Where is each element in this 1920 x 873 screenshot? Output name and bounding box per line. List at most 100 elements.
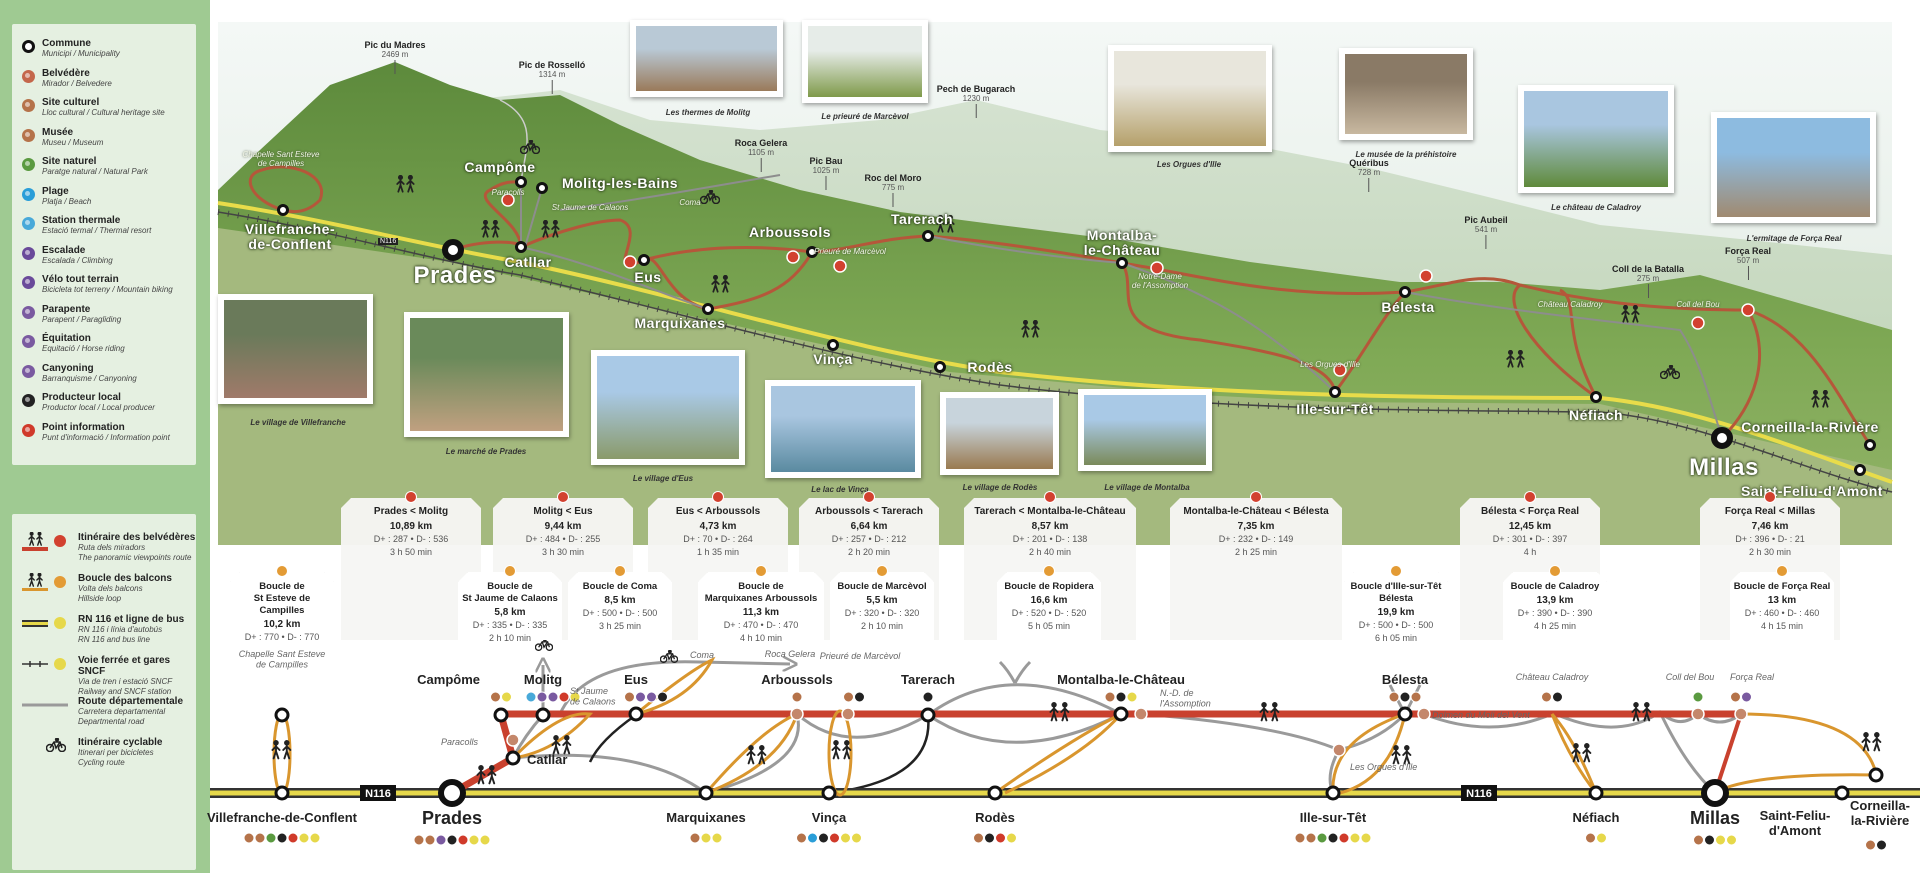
commune-label[interactable]: Eus xyxy=(634,269,662,285)
station-node[interactable] xyxy=(1588,785,1604,801)
commune-marker[interactable] xyxy=(827,339,839,351)
photo-image xyxy=(1114,51,1266,146)
photo-card[interactable] xyxy=(630,20,783,97)
station-node[interactable] xyxy=(493,707,509,723)
commune-marker[interactable] xyxy=(1590,391,1602,403)
loop-elevation: D+ : 520 • D- : 520 xyxy=(1011,608,1087,618)
schematic-stations xyxy=(243,691,1887,851)
photo-card[interactable] xyxy=(802,20,928,103)
photo-card[interactable] xyxy=(765,380,921,478)
commune-marker[interactable] xyxy=(702,303,714,315)
photo-card[interactable] xyxy=(1711,112,1876,223)
legend-sublabel: Hillside loop xyxy=(78,594,122,603)
commune-marker[interactable] xyxy=(1399,286,1411,298)
amenity-icon xyxy=(309,832,321,844)
commune-label[interactable]: Ille-sur-Têt xyxy=(1296,401,1374,417)
panoramic-map[interactable] xyxy=(0,0,1920,560)
station-node[interactable] xyxy=(1834,785,1850,801)
station-node[interactable] xyxy=(274,707,290,723)
photo-caption: Le village de Villefranche xyxy=(250,418,346,427)
photo-card[interactable] xyxy=(1078,389,1212,471)
station-node[interactable] xyxy=(438,779,466,807)
legend-sublabel: Bicicleta tot terreny / Mountain biking xyxy=(42,285,173,294)
commune-marker[interactable] xyxy=(1711,427,1733,449)
commune-label[interactable]: Campôme xyxy=(464,159,536,175)
photo-card[interactable] xyxy=(940,392,1059,475)
commune-label[interactable]: Prades xyxy=(413,262,497,289)
peak-pointer xyxy=(551,80,553,94)
station-node[interactable] xyxy=(1701,779,1729,807)
station-node[interactable] xyxy=(274,785,290,801)
commune-marker[interactable] xyxy=(922,230,934,242)
stage-title: Força Real < Millas xyxy=(1724,506,1816,517)
commune-marker[interactable] xyxy=(1854,464,1866,476)
commune-label[interactable]: Néfiach xyxy=(1568,407,1624,423)
loop-icon xyxy=(876,565,888,577)
station-node[interactable] xyxy=(1113,706,1129,722)
loop-elevation: D+ : 500 • D- : 500 xyxy=(582,608,658,618)
commune-label[interactable]: Vinça xyxy=(813,351,853,367)
commune-marker[interactable] xyxy=(536,182,548,194)
peak-name: Roc del Moro xyxy=(864,173,922,183)
commune-label[interactable]: Saint-Feliu-d'Amont xyxy=(1741,483,1883,499)
station-node[interactable] xyxy=(698,785,714,801)
commune-label[interactable]: Villefranche- de-Conflent xyxy=(244,221,336,252)
legend-sublabel: Estació termal / Thermal resort xyxy=(42,226,152,235)
station-node[interactable] xyxy=(1868,767,1884,783)
photo-card[interactable] xyxy=(1108,45,1272,152)
commune-label[interactable]: Tarerach xyxy=(890,211,954,227)
station-node[interactable] xyxy=(987,785,1003,801)
photo-card[interactable] xyxy=(1518,85,1674,193)
photo-card[interactable] xyxy=(218,294,373,404)
commune-marker[interactable] xyxy=(277,204,289,216)
commune-label[interactable]: Bélesta xyxy=(1381,299,1435,315)
station-node[interactable] xyxy=(505,750,521,766)
cycling-route xyxy=(499,99,528,183)
peak-pointer xyxy=(892,193,894,207)
photo-card[interactable] xyxy=(591,350,745,465)
station-node[interactable] xyxy=(535,707,551,723)
commune-label[interactable]: Marquixanes xyxy=(634,315,726,331)
station-node[interactable] xyxy=(920,707,936,723)
station-node[interactable] xyxy=(1325,785,1341,801)
station-node[interactable] xyxy=(628,706,644,722)
commune-label[interactable]: Arboussols xyxy=(748,224,832,240)
commune-label[interactable]: Rodès xyxy=(967,359,1013,375)
commune-marker[interactable] xyxy=(515,176,527,188)
peak-pointer xyxy=(1368,178,1370,192)
commune-marker[interactable] xyxy=(638,254,650,266)
stage-distance: 8,57 km xyxy=(1031,521,1069,532)
commune-marker[interactable] xyxy=(934,361,946,373)
photo-image xyxy=(808,26,922,97)
commune-marker[interactable] xyxy=(515,241,527,253)
commune-label[interactable]: Millas xyxy=(1689,454,1759,481)
commune-marker[interactable] xyxy=(806,246,818,258)
station-node[interactable] xyxy=(1397,706,1413,722)
photo-card[interactable] xyxy=(1339,48,1473,140)
commune-marker[interactable] xyxy=(1329,386,1341,398)
commune-label[interactable]: Catllar xyxy=(504,254,552,270)
commune-marker[interactable] xyxy=(1116,257,1128,269)
commune-label[interactable]: Corneilla-la-Rivière xyxy=(1741,419,1879,435)
commune-marker[interactable] xyxy=(442,239,464,261)
commune-label[interactable]: Montalba- le-Château xyxy=(1083,227,1161,258)
station-node[interactable] xyxy=(821,785,837,801)
legend-label: Itinéraire cyclable xyxy=(78,737,163,748)
amenity-icon xyxy=(276,832,288,844)
commune-marker[interactable] xyxy=(1864,439,1876,451)
commune-label[interactable]: Molitg-les-Bains xyxy=(561,175,679,191)
photo-card[interactable] xyxy=(404,312,569,437)
